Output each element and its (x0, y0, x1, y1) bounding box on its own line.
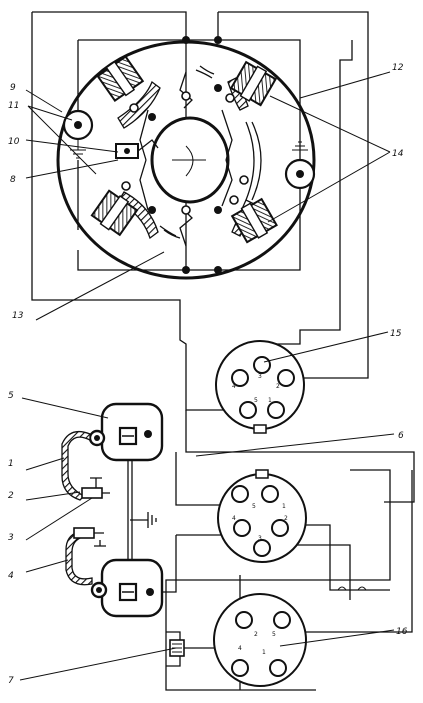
label-5: 5 (8, 391, 14, 401)
label-9: 9 (10, 83, 16, 93)
c16-pin-a: 2 (254, 631, 258, 638)
c15-pin-d: 5 (254, 397, 258, 404)
connector-15: 4 3 2 5 1 (215, 340, 305, 434)
label-1: 1 (8, 459, 14, 469)
mid-pin-d: 4 (232, 515, 236, 522)
connector-mid: 5 1 2 4 3 (217, 469, 307, 563)
c15-pin-a: 4 (232, 383, 236, 390)
label-3: 3 (8, 533, 14, 543)
mid-pin-e: 3 (258, 535, 262, 542)
ignition-coil-upper (88, 402, 164, 560)
mid-pin-a: 5 (252, 503, 256, 510)
mid-pin-c: 2 (284, 515, 288, 522)
label-14: 14 (392, 149, 404, 159)
leader-lines (19, 71, 395, 681)
label-7: 7 (8, 676, 14, 686)
c16-pin-b: 1 (262, 649, 266, 656)
label-16: 16 (396, 627, 408, 637)
resistor-7 (169, 639, 185, 657)
c16-pin-d: 4 (238, 645, 242, 652)
label-6: 6 (398, 431, 404, 441)
breaker-assembly (31, 11, 369, 411)
label-15: 15 (390, 329, 402, 339)
callout-labels: 9 11 10 8 13 12 14 15 5 6 1 2 3 4 7 16 (8, 63, 408, 686)
label-12: 12 (392, 63, 404, 73)
ht-lead-lower (65, 527, 106, 586)
ignition-coil-lower (90, 558, 164, 618)
label-11: 11 (8, 101, 19, 111)
connector-16: 2 1 5 4 (213, 593, 307, 687)
label-13: 13 (12, 311, 24, 321)
label-2: 2 (8, 491, 14, 501)
label-10: 10 (8, 137, 20, 147)
c15-pin-c: 2 (276, 383, 280, 390)
c16-pin-c: 5 (272, 631, 276, 638)
label-4: 4 (8, 571, 14, 581)
mid-pin-b: 1 (282, 503, 286, 510)
c15-pin-e: 1 (268, 397, 272, 404)
label-8: 8 (10, 175, 16, 185)
c15-pin-b: 3 (258, 373, 262, 380)
